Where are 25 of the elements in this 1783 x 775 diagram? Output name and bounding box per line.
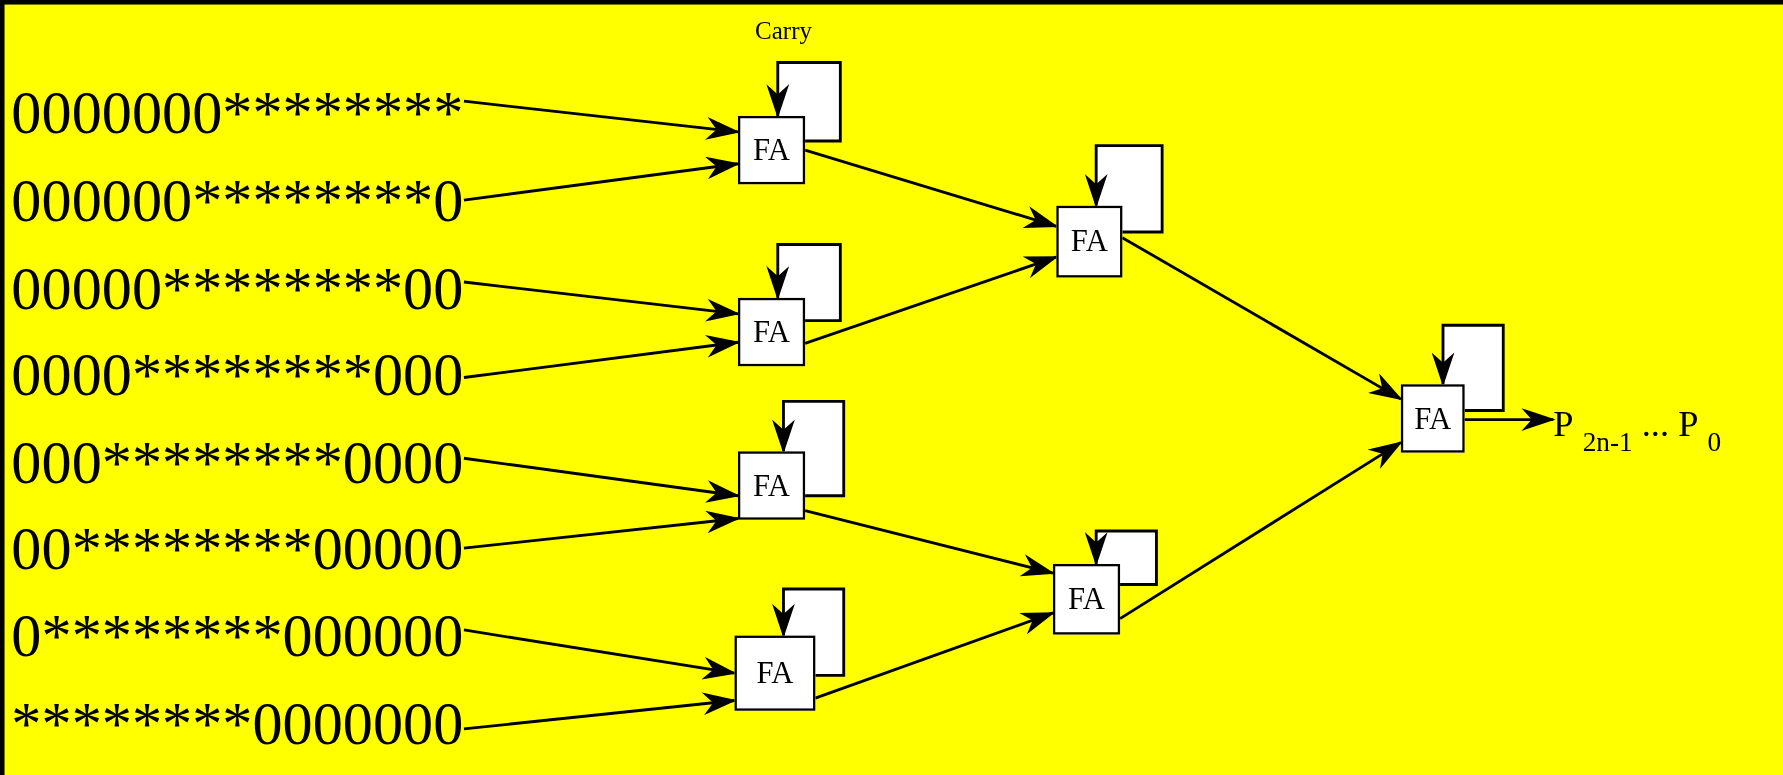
partial-product-label: 000********0000 — [11, 421, 464, 504]
full-adder-box: FA — [1052, 564, 1121, 635]
full-adder-box: FA — [1056, 205, 1123, 278]
product-output-label: P$_{2n-1}$ ... P$_{0}$ — [1553, 391, 1722, 455]
partial-product-label: 000000********0 — [11, 159, 464, 242]
full-adder-box: FA — [738, 116, 806, 185]
arrow — [1464, 408, 1556, 431]
full-adder-box: FA — [734, 635, 816, 711]
full-adder-box: FA — [1400, 384, 1465, 453]
feedback-arrow — [766, 61, 842, 143]
feedback-arrow — [772, 399, 846, 498]
full-adder-box: FA — [738, 297, 806, 367]
feedback-arrow — [766, 243, 842, 323]
partial-product-label: 00000********00 — [11, 247, 464, 330]
partial-product-label: 0********000000 — [11, 594, 464, 677]
feedback-arrow — [1084, 144, 1164, 234]
feedback-arrow — [1431, 323, 1505, 412]
carry-label: Carry — [755, 15, 812, 46]
partial-product-label: ********0000000 — [11, 682, 464, 765]
partial-product-label: 0000********000 — [11, 333, 464, 416]
full-adder-box: FA — [738, 451, 806, 520]
feedback-arrow — [1084, 529, 1158, 586]
feedback-arrow — [772, 587, 846, 677]
partial-product-label: 0000000******** — [11, 71, 464, 154]
partial-product-label: 00********00000 — [11, 507, 464, 590]
